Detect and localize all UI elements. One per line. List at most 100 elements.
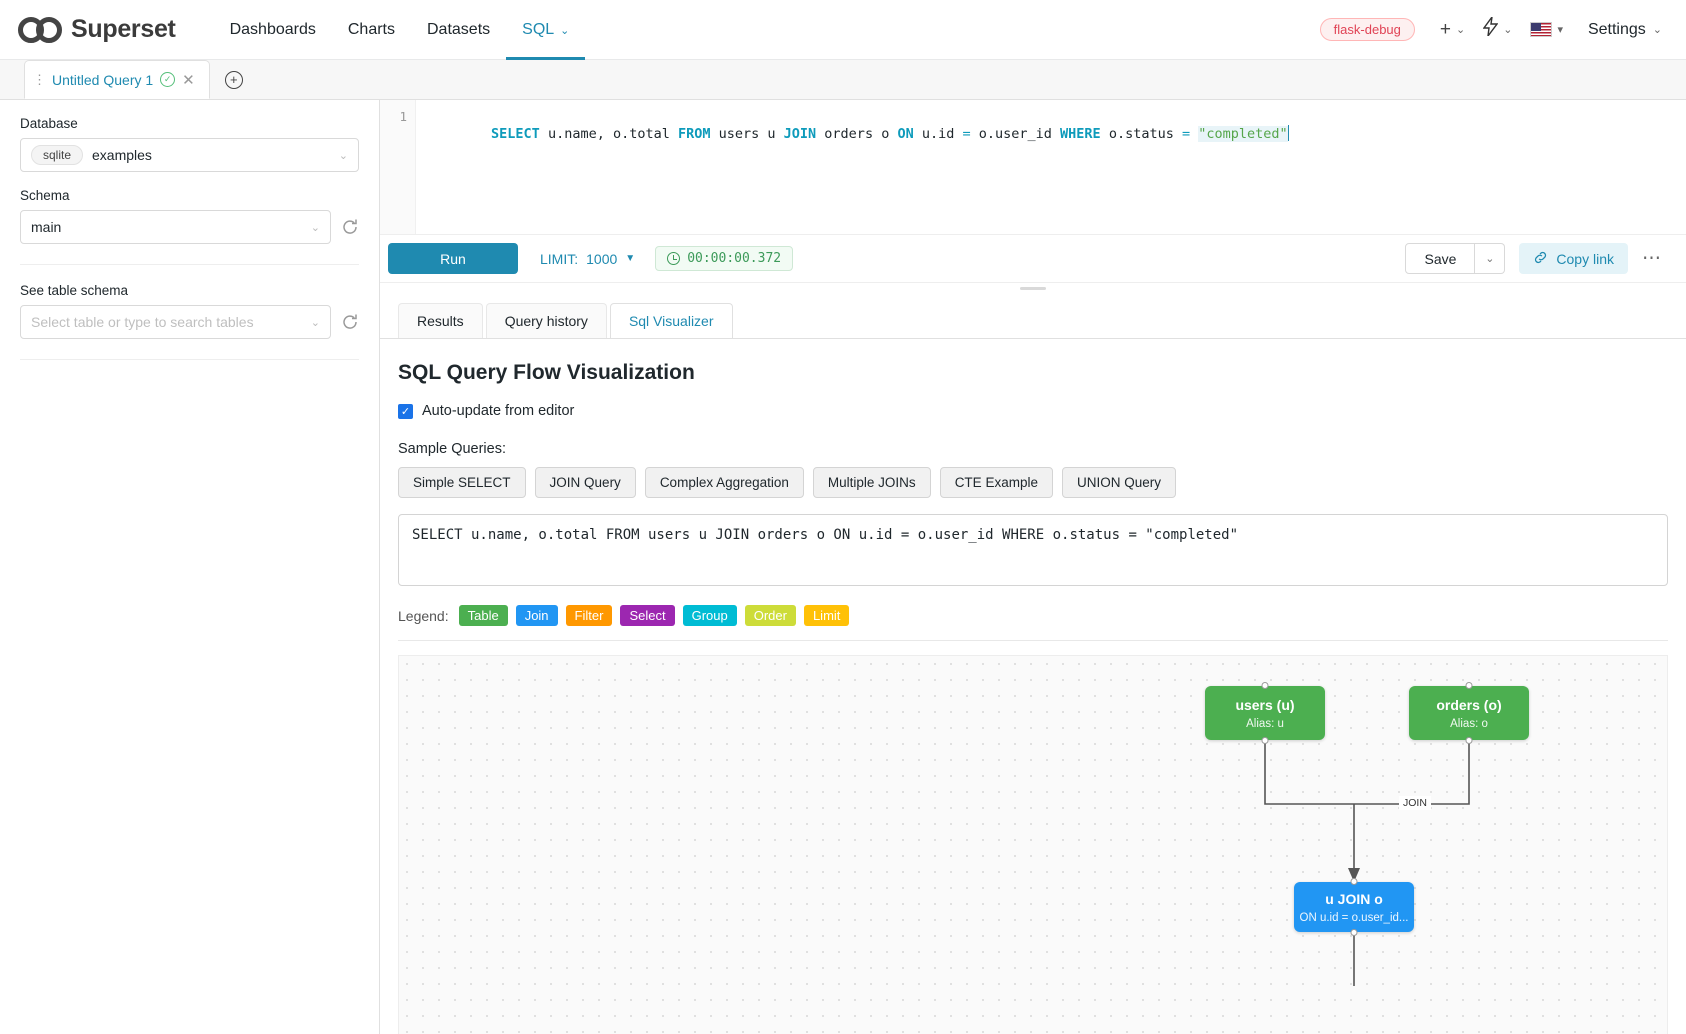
new-item-button[interactable]: + ⌄ bbox=[1433, 13, 1472, 47]
nav-link-charts[interactable]: Charts bbox=[332, 0, 411, 60]
schema-select[interactable]: main ⌄ bbox=[20, 210, 331, 244]
query-flow-canvas[interactable]: JOIN users (u) Alias: u orders (o) Alias… bbox=[398, 655, 1668, 1034]
table-schema-label: See table schema bbox=[20, 283, 129, 298]
sample-button-cte-example[interactable]: CTE Example bbox=[939, 467, 1053, 498]
editor-toolbar: Run LIMIT: 1000 ▼ 00:00:00.372 Save ⌄ Co… bbox=[380, 235, 1686, 283]
save-button[interactable]: Save bbox=[1405, 243, 1476, 274]
brand-logo-link[interactable]: Superset bbox=[18, 15, 176, 44]
us-flag-icon bbox=[1530, 22, 1553, 37]
chevron-down-icon: ⌄ bbox=[310, 221, 320, 234]
more-options-icon[interactable]: ⋯ bbox=[1642, 248, 1662, 269]
plus-circle-icon: + bbox=[224, 70, 243, 89]
chevron-down-icon: ⌄ bbox=[1456, 24, 1466, 36]
editor-gutter: 1 bbox=[380, 100, 416, 234]
node-handle-top[interactable] bbox=[1350, 878, 1358, 885]
auto-update-checkbox[interactable]: ✓ bbox=[398, 403, 413, 419]
result-tab-bar: Results Query history Sql Visualizer bbox=[380, 293, 1686, 339]
right-editor-panel: 1 SELECT u.name, o.total FROM users u JO… bbox=[380, 100, 1686, 1034]
sql-visualizer-pane: SQL Query Flow Visualization ✓ Auto-upda… bbox=[380, 339, 1686, 1034]
sample-button-simple-select[interactable]: Simple SELECT bbox=[398, 467, 526, 498]
sample-query-buttons: Simple SELECT JOIN Query Complex Aggrega… bbox=[398, 467, 1668, 498]
chevron-down-icon: ⌄ bbox=[310, 316, 320, 329]
brand-name: Superset bbox=[71, 15, 176, 43]
flow-node-join[interactable]: u JOIN o ON u.id = o.user_id... bbox=[1294, 878, 1414, 936]
sample-button-join-query[interactable]: JOIN Query bbox=[534, 467, 636, 498]
save-dropdown-button[interactable]: ⌄ bbox=[1475, 243, 1506, 274]
nav-link-datasets[interactable]: Datasets bbox=[411, 0, 506, 60]
sql-token-from: FROM bbox=[677, 126, 711, 142]
flow-node-users-title: users (u) bbox=[1235, 696, 1295, 713]
sql-code-editor[interactable]: 1 SELECT u.name, o.total FROM users u JO… bbox=[380, 100, 1686, 235]
chevron-down-icon: ⌄ bbox=[560, 24, 570, 37]
run-button[interactable]: Run bbox=[388, 243, 518, 274]
database-label: Database bbox=[20, 116, 78, 131]
panel-resize-handle[interactable] bbox=[380, 283, 1686, 293]
caret-down-icon: ▾ bbox=[1557, 24, 1563, 36]
toolbar-right-group: Save ⌄ Copy link ⋯ bbox=[1405, 243, 1668, 274]
query-tab-untitled-query-1[interactable]: ⋮ Untitled Query 1 ✓ ✕ bbox=[24, 60, 210, 99]
tab-query-history[interactable]: Query history bbox=[485, 303, 607, 338]
sample-button-union-query[interactable]: UNION Query bbox=[1061, 467, 1176, 498]
chevron-down-icon: ⌄ bbox=[1503, 24, 1513, 36]
tab-sql-visualizer[interactable]: Sql Visualizer bbox=[609, 303, 733, 338]
nav-link-sql[interactable]: SQL ⌄ bbox=[506, 0, 586, 60]
sample-button-multiple-joins[interactable]: Multiple JOINs bbox=[812, 467, 931, 498]
nav-link-dashboards[interactable]: Dashboards bbox=[214, 0, 332, 60]
language-selector[interactable]: ▾ bbox=[1523, 16, 1570, 43]
legend-item-order: Order bbox=[744, 605, 796, 626]
auto-update-row: ✓ Auto-update from editor bbox=[398, 403, 1668, 419]
flow-edges bbox=[1264, 740, 1470, 986]
sql-token-9: o.user_id bbox=[970, 126, 1061, 142]
settings-label: Settings bbox=[1587, 20, 1646, 38]
legend-item-group: Group bbox=[682, 605, 737, 626]
clock-icon bbox=[667, 252, 681, 265]
node-handle-bottom[interactable] bbox=[1465, 737, 1473, 744]
flow-node-users-alias: Alias: u bbox=[1246, 717, 1284, 730]
link-icon bbox=[1533, 250, 1548, 268]
close-icon[interactable]: ✕ bbox=[182, 71, 195, 89]
tab-results-label: Results bbox=[417, 313, 464, 329]
limit-value: 1000 bbox=[586, 250, 618, 267]
sql-token-where: WHERE bbox=[1060, 126, 1101, 142]
editor-code-line[interactable]: SELECT u.name, o.total FROM users u JOIN… bbox=[416, 100, 1686, 234]
database-select[interactable]: sqlite examples ⌄ bbox=[20, 138, 359, 172]
flow-node-users[interactable]: users (u) Alias: u bbox=[1205, 682, 1325, 744]
refresh-tables-icon[interactable] bbox=[341, 313, 359, 331]
sample-button-complex-aggregation[interactable]: Complex Aggregation bbox=[644, 467, 804, 498]
left-config-panel: Database sqlite examples ⌄ Schema main ⌄… bbox=[0, 100, 380, 1034]
tab-results[interactable]: Results bbox=[398, 303, 483, 338]
sql-token-5: orders o bbox=[816, 126, 898, 142]
panel-divider bbox=[20, 264, 359, 265]
query-tab-label: Untitled Query 1 bbox=[52, 71, 154, 88]
flow-node-orders-title: orders (o) bbox=[1436, 696, 1502, 713]
line-number: 1 bbox=[399, 109, 407, 124]
sample-queries-label: Sample Queries: bbox=[398, 441, 506, 457]
bolt-menu-button[interactable]: ⌄ bbox=[1476, 11, 1519, 48]
legend-label: Legend: bbox=[398, 607, 449, 624]
nav-link-datasets-label: Datasets bbox=[427, 20, 491, 38]
node-handle-bottom[interactable] bbox=[1350, 929, 1358, 936]
nav-links: Dashboards Charts Datasets SQL ⌄ bbox=[214, 0, 586, 60]
table-select-placeholder: Select table or type to search tables bbox=[31, 314, 254, 330]
sql-input-textarea[interactable] bbox=[398, 514, 1668, 586]
node-handle-top[interactable] bbox=[1465, 682, 1473, 689]
table-select[interactable]: Select table or type to search tables ⌄ bbox=[20, 305, 331, 339]
flow-node-join-title: u JOIN o bbox=[1325, 890, 1383, 907]
nav-link-sql-label: SQL bbox=[522, 20, 555, 38]
drag-handle-icon[interactable]: ⋮ bbox=[33, 71, 46, 87]
settings-menu[interactable]: Settings ⌄ bbox=[1574, 21, 1668, 39]
new-query-tab-button[interactable]: + bbox=[210, 60, 258, 99]
node-handle-bottom[interactable] bbox=[1261, 737, 1269, 744]
flow-node-orders[interactable]: orders (o) Alias: o bbox=[1409, 682, 1529, 744]
timer-value: 00:00:00.372 bbox=[687, 251, 782, 266]
sql-token-eq-1: = bbox=[962, 126, 971, 142]
node-handle-top[interactable] bbox=[1261, 682, 1269, 689]
refresh-schema-icon[interactable] bbox=[341, 218, 359, 236]
nav-link-charts-label: Charts bbox=[347, 20, 395, 38]
limit-dropdown[interactable]: LIMIT: 1000 ▼ bbox=[540, 251, 635, 267]
query-tab-bar: ⋮ Untitled Query 1 ✓ ✕ + bbox=[0, 60, 1686, 100]
resize-grip-icon bbox=[1020, 286, 1046, 290]
database-engine-pill: sqlite bbox=[31, 145, 84, 165]
query-success-icon: ✓ bbox=[160, 72, 176, 87]
copy-link-button[interactable]: Copy link bbox=[1519, 243, 1628, 274]
